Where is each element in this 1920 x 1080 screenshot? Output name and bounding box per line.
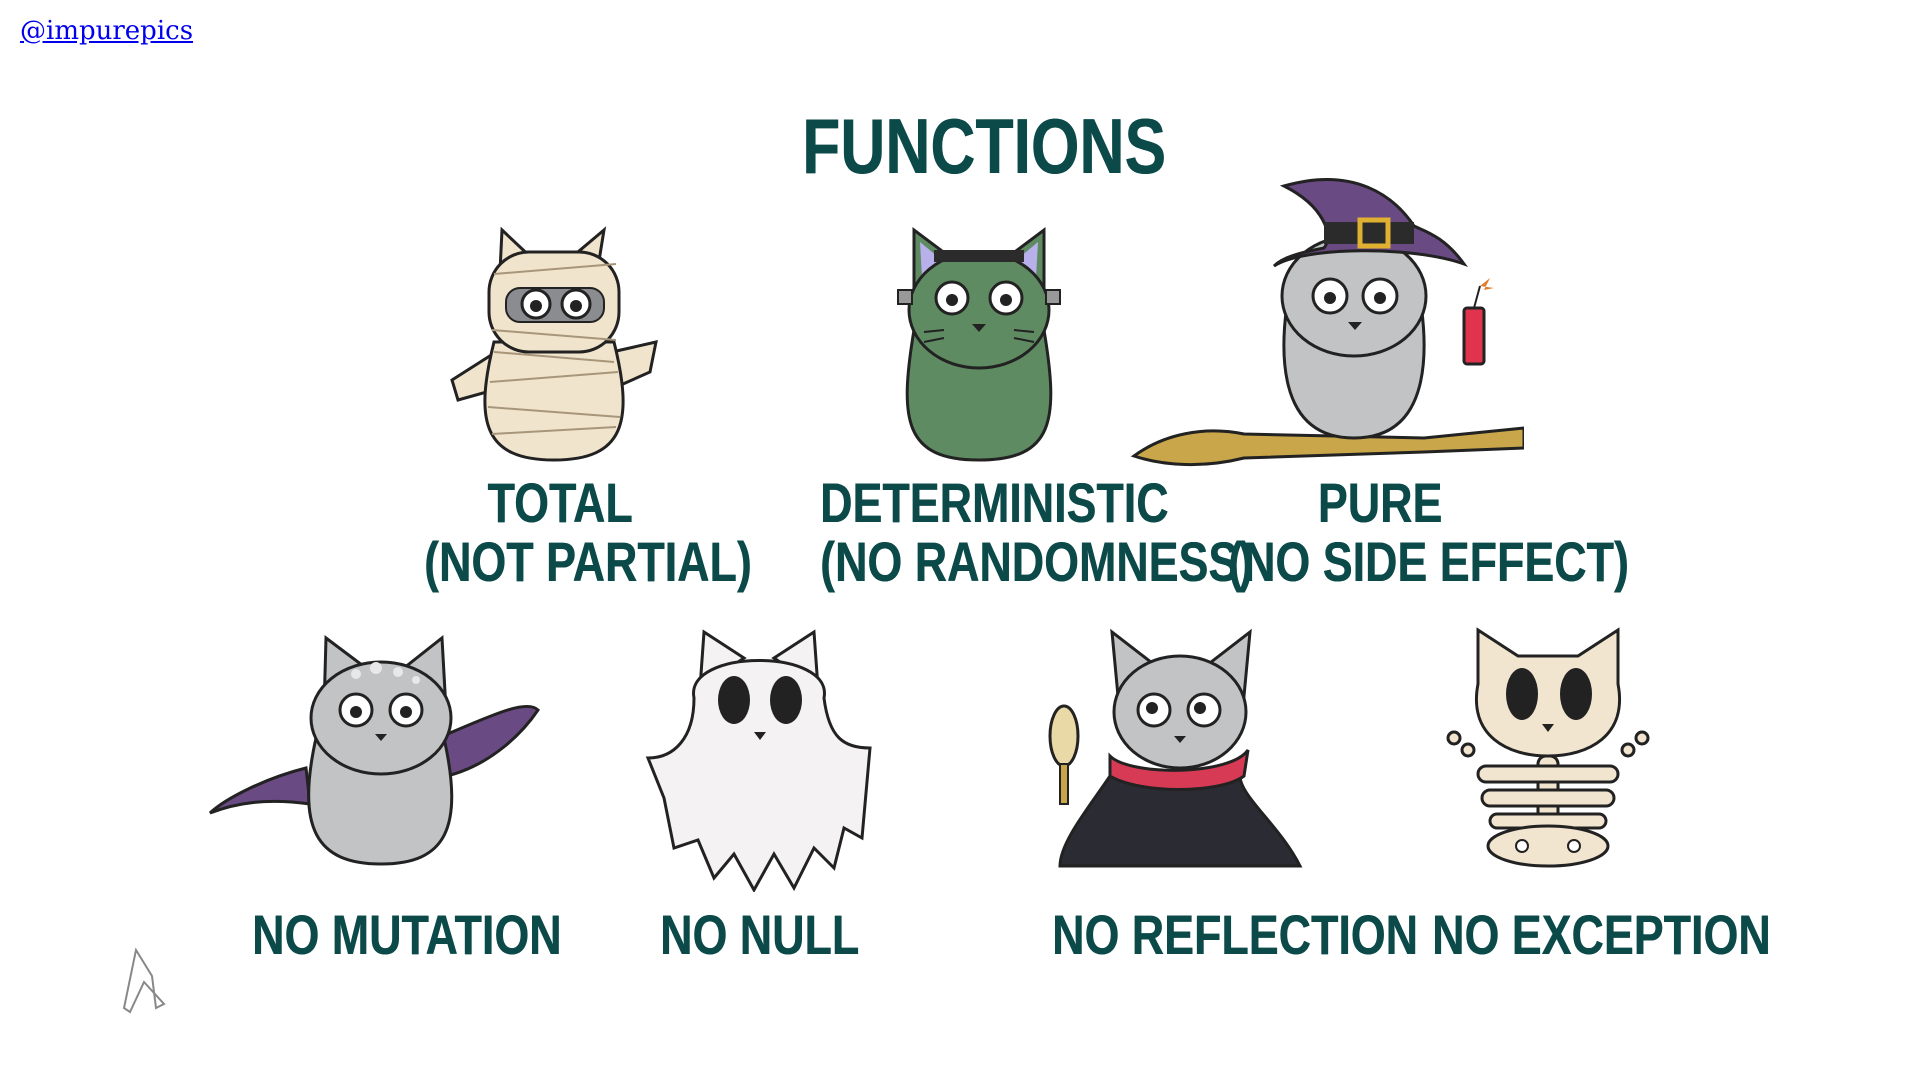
frankenstein-cat-icon <box>897 227 1061 462</box>
skeleton-cat-icon <box>1446 627 1650 868</box>
ghost-cat-icon <box>645 629 872 892</box>
label-deterministic-line1: DETERMINISTIC <box>820 471 1169 534</box>
label-deterministic: DETERMINISTIC (NO RANDOMNESS) <box>820 471 1254 593</box>
mouse-cursor-icon <box>122 947 166 1014</box>
page-title: FUNCTIONS <box>802 102 1166 190</box>
octopus-cat-icon <box>208 635 540 866</box>
label-deterministic-line2: (NO RANDOMNESS) <box>820 529 1254 593</box>
label-total-line2: (NOT PARTIAL) <box>424 529 752 593</box>
label-pure-line2: (NO SIDE EFFECT) <box>1228 529 1629 593</box>
label-no-exception: NO EXCEPTION <box>1432 903 1771 966</box>
label-no-reflection: NO REFLECTION <box>1052 903 1418 966</box>
label-total-line1: TOTAL <box>487 471 633 534</box>
label-total: TOTAL (NOT PARTIAL) <box>424 471 752 593</box>
label-no-mutation: NO MUTATION <box>252 903 562 966</box>
witch-cat-icon <box>1130 178 1524 467</box>
handle-link[interactable]: @impurepics <box>20 16 194 46</box>
label-pure-line1: PURE <box>1317 471 1443 534</box>
mummy-cat-icon <box>450 226 658 462</box>
label-pure: PURE (NO SIDE EFFECT) <box>1228 471 1629 593</box>
vampire-cat-icon <box>1048 628 1303 868</box>
label-no-null: NO NULL <box>660 903 860 966</box>
